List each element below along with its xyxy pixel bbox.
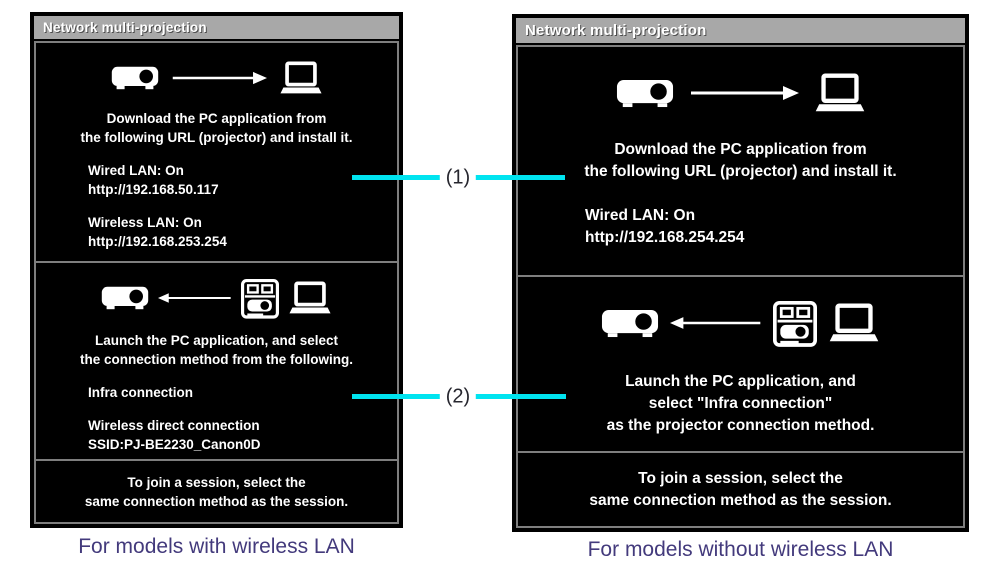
- arrow-left-icon: [158, 293, 231, 303]
- osd-panel-wired-only-model: Network multi-projection: [512, 14, 969, 532]
- launch-message: Launch the PC application, and select "I…: [518, 371, 963, 437]
- download-line1: Download the PC application from: [614, 141, 867, 158]
- osd-title: Network multi-projection: [43, 20, 207, 35]
- icon-row-download: [518, 73, 963, 113]
- icon-row-launch: [36, 277, 397, 319]
- projector-icon: [601, 309, 659, 337]
- section-join: To join a session, select the same conne…: [518, 451, 963, 526]
- app-window-icon: [773, 301, 817, 347]
- join-line2: same connection method as the session.: [84, 493, 349, 509]
- osd-panel-wireless-model: Network multi-projection: [30, 12, 403, 528]
- download-message: Download the PC application from the fol…: [36, 109, 397, 147]
- wireless-lan-status: Wireless LAN: On: [88, 215, 202, 230]
- projector-icon: [111, 66, 158, 90]
- caption-wired-only-model: For models without wireless LAN: [587, 538, 894, 561]
- join-line1: To join a session, select the: [638, 469, 843, 487]
- infra-connection-option: Infra connection: [88, 385, 194, 400]
- app-window-icon: [241, 279, 279, 319]
- direct-connection-ssid: SSID:PJ-BE2230_Canon0D: [88, 437, 261, 452]
- launch-line1: Launch the PC application, and select: [94, 333, 339, 348]
- direct-connection-option: Wireless direct connection SSID:PJ-BE223…: [88, 416, 397, 454]
- wireless-lan-url: http://192.168.253.254: [88, 234, 227, 249]
- osd-title-bar: Network multi-projection: [34, 16, 399, 39]
- section-download: Download the PC application from the fol…: [36, 43, 397, 261]
- wired-lan-url: http://192.168.50.117: [88, 182, 219, 197]
- wired-lan-status: Wired LAN: On: [585, 207, 696, 224]
- join-line2: same connection method as the session.: [589, 491, 892, 509]
- direct-connection-label: Wireless direct connection: [88, 418, 260, 433]
- osd-title-bar: Network multi-projection: [516, 18, 965, 43]
- section-launch: Launch the PC application, and select th…: [36, 261, 397, 459]
- caption-wireless-model: For models with wireless LAN: [78, 535, 355, 558]
- icon-row-download: [36, 61, 397, 95]
- laptop-icon: [815, 73, 864, 112]
- wired-lan-info: Wired LAN: On http://192.168.254.254: [585, 205, 963, 249]
- wireless-lan-info: Wireless LAN: On http://192.168.253.254: [88, 213, 397, 251]
- join-message: To join a session, select the same conne…: [36, 473, 397, 511]
- section-download: Download the PC application from the fol…: [518, 47, 963, 275]
- callout-label-1: (1): [439, 166, 477, 190]
- section-join: To join a session, select the same conne…: [36, 459, 397, 522]
- callout-label-2: (2): [439, 385, 477, 409]
- join-message: To join a session, select the same conne…: [518, 468, 963, 512]
- download-line1: Download the PC application from: [106, 111, 327, 126]
- laptop-icon: [289, 281, 331, 314]
- wired-lan-status: Wired LAN: On: [88, 163, 184, 178]
- arrow-right-icon: [172, 71, 267, 85]
- launch-line2: select "Infra connection": [648, 395, 833, 412]
- projector-icon: [616, 79, 673, 107]
- osd-content: Download the PC application from the fol…: [516, 45, 965, 528]
- download-line2: the following URL (projector) and instal…: [584, 163, 897, 180]
- projector-icon: [101, 286, 149, 310]
- wired-lan-url: http://192.168.254.254: [585, 229, 745, 246]
- download-line2: the following URL (projector) and instal…: [80, 130, 353, 145]
- section-launch: Launch the PC application, and select "I…: [518, 275, 963, 451]
- laptop-icon: [279, 61, 322, 94]
- launch-line1: Launch the PC application, and: [625, 373, 856, 390]
- icon-row-launch: [518, 299, 963, 347]
- arrow-right-icon: [690, 86, 799, 100]
- launch-line2: the connection method from the following…: [80, 352, 353, 367]
- download-message: Download the PC application from the fol…: [518, 139, 963, 183]
- join-line1: To join a session, select the: [127, 474, 306, 490]
- laptop-icon: [829, 303, 879, 342]
- launch-message: Launch the PC application, and select th…: [36, 331, 397, 369]
- osd-title: Network multi-projection: [525, 22, 707, 39]
- wired-lan-info: Wired LAN: On http://192.168.50.117: [88, 161, 397, 199]
- launch-line3: as the projector connection method.: [606, 417, 875, 434]
- osd-content: Download the PC application from the fol…: [34, 41, 399, 524]
- arrow-left-icon: [670, 317, 761, 329]
